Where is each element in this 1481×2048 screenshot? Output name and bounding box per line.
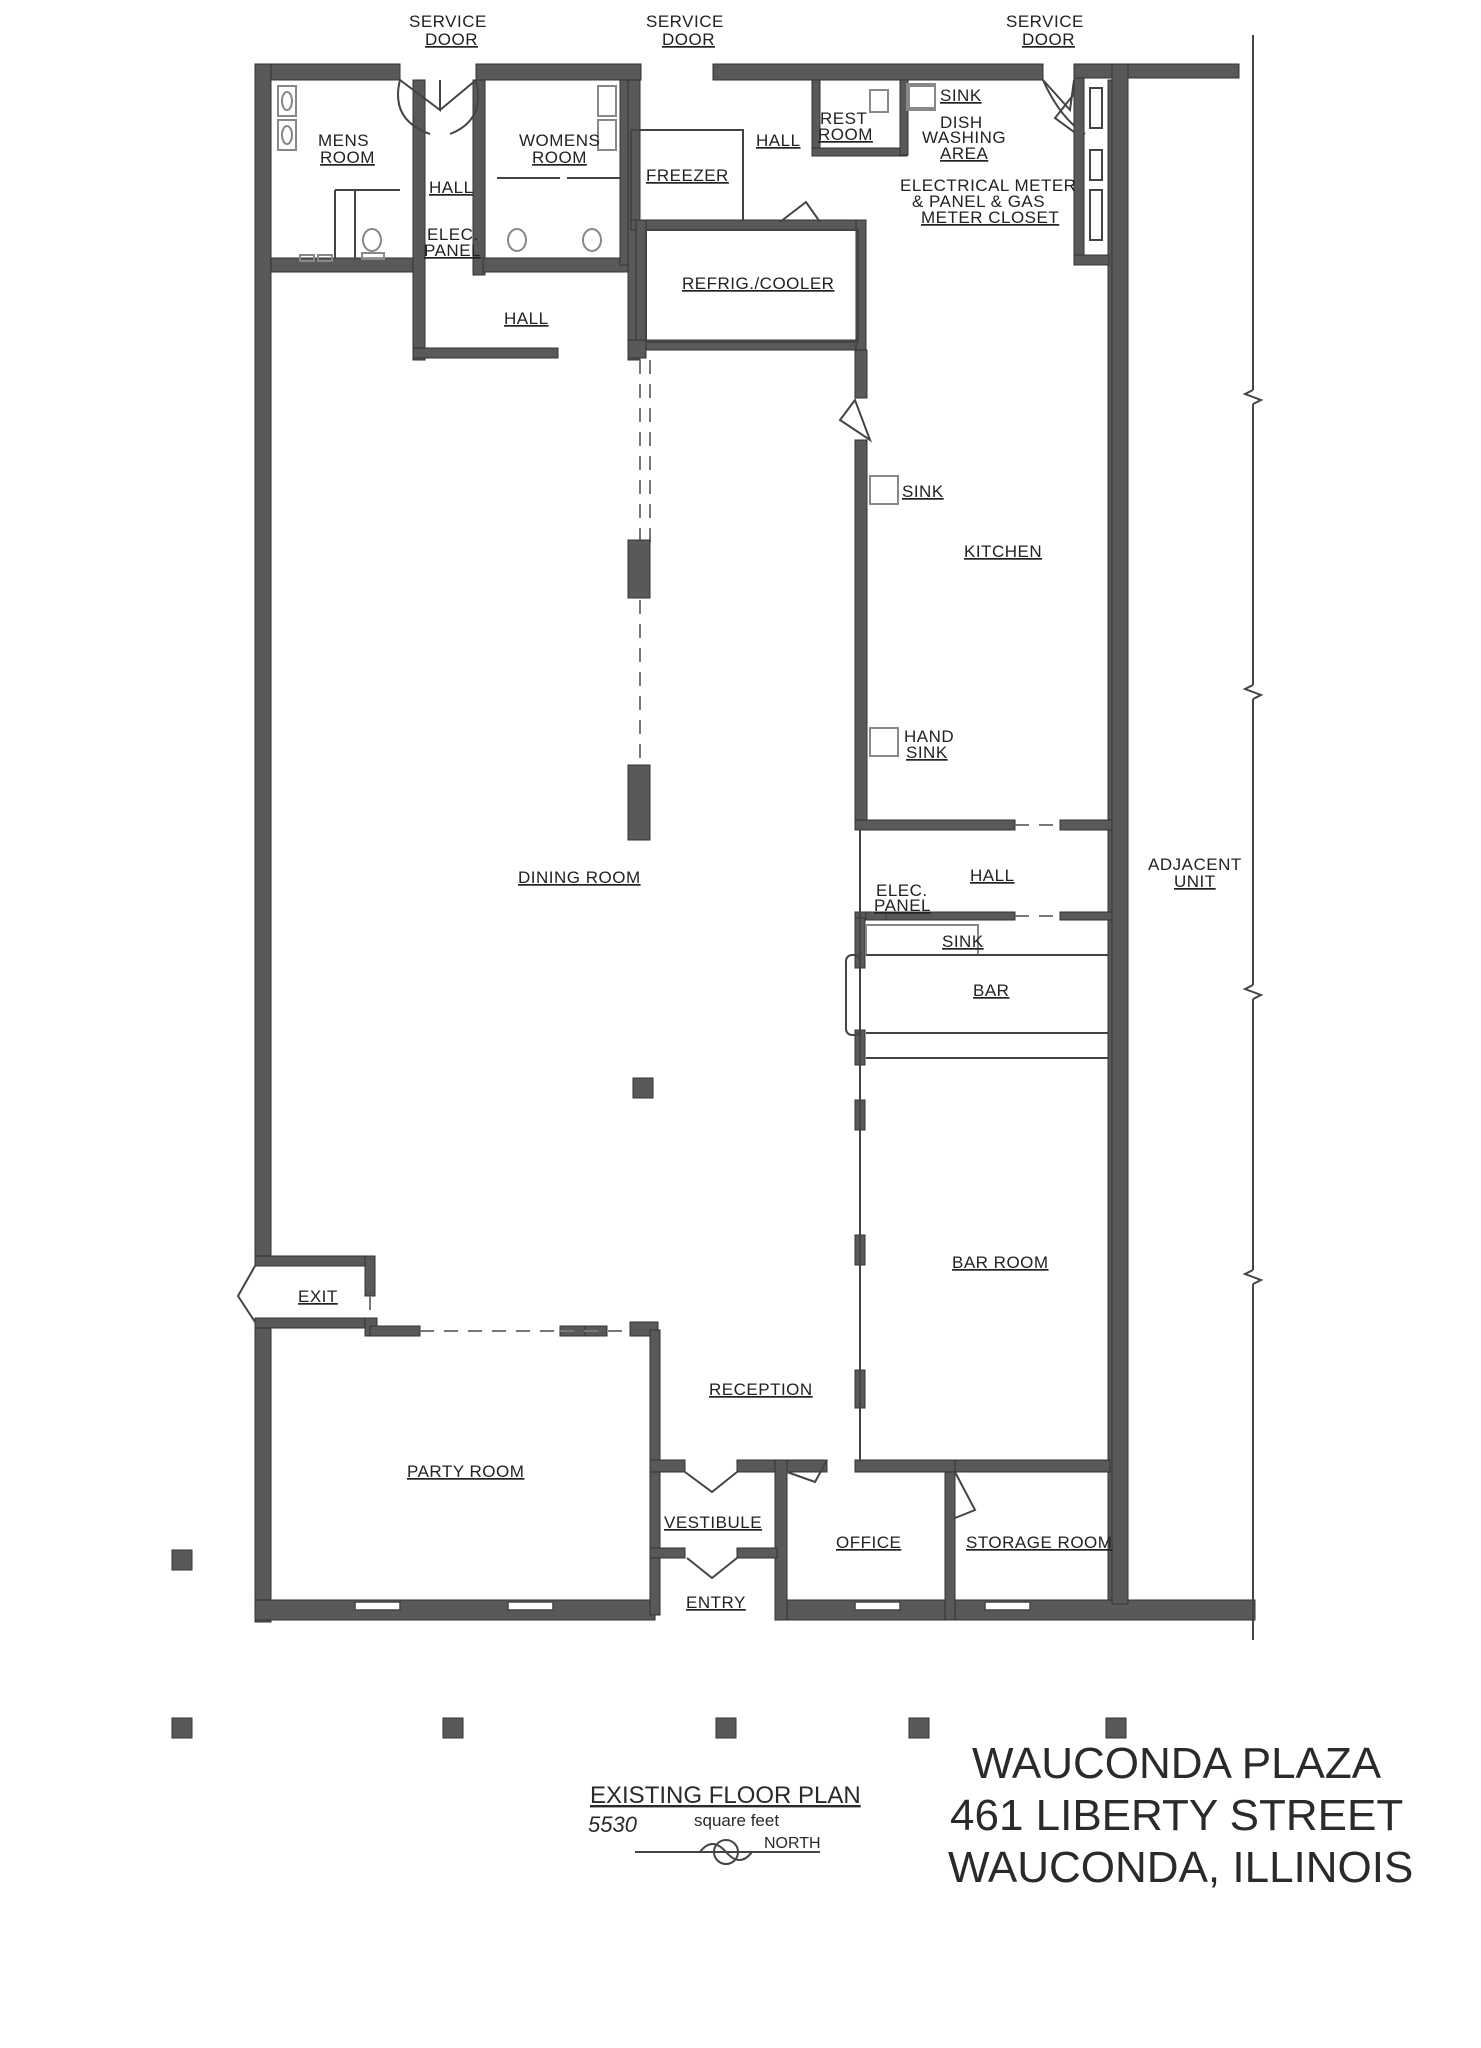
room-labels: SERVICE DOOR SERVICE DOOR SERVICE DOOR M…: [298, 12, 1242, 1612]
bar-room-label: BAR ROOM: [952, 1253, 1049, 1272]
electrical-meter-label-2: & PANEL & GAS: [912, 192, 1045, 211]
dining-room-partition: [627, 360, 654, 1099]
front-rooms-walls: [649, 1459, 1111, 1621]
service-door-label-1a: SERVICE: [409, 12, 487, 31]
kitchen-label: KITCHEN: [964, 542, 1042, 561]
sink-label-dish: SINK: [940, 86, 982, 105]
bar-label: BAR: [973, 981, 1009, 1000]
square-feet-unit: square feet: [694, 1811, 779, 1830]
hall-label-bar: HALL: [970, 866, 1015, 885]
rest-room-label-2: ROOM: [818, 125, 873, 144]
service-door-swings: [397, 79, 1086, 135]
refrig-cooler-label: REFRIG./COOLER: [682, 274, 834, 293]
party-room-label: PARTY ROOM: [407, 1462, 524, 1481]
mens-room-label-2: ROOM: [320, 148, 375, 167]
electrical-meter-label-3: METER CLOSET: [921, 208, 1059, 227]
elec-panel-bar-label-2: PANEL: [874, 896, 931, 915]
vestibule-label: VESTIBULE: [664, 1513, 762, 1532]
meter-closet: [1053, 77, 1110, 266]
service-door-label-3a: SERVICE: [1006, 12, 1084, 31]
hand-sink-label-1: HAND: [904, 727, 954, 746]
plan-title: EXISTING FLOOR PLAN: [590, 1782, 861, 1809]
title-line-1: WAUCONDA PLAZA: [972, 1739, 1382, 1788]
rest-room-label-1: REST: [820, 109, 867, 128]
hall-label-lower: HALL: [504, 309, 549, 328]
reception-label: RECEPTION: [709, 1380, 813, 1399]
kitchen-walls: [838, 83, 1113, 831]
freezer-label: FREEZER: [646, 166, 729, 185]
sink-label-bar: SINK: [942, 932, 984, 951]
service-door-label-3b: DOOR: [1022, 30, 1075, 49]
elec-panel-label-1: ELEC.: [427, 225, 479, 244]
title-line-2: 461 LIBERTY STREET: [950, 1791, 1403, 1840]
elec-panel-bar-label-1: ELEC.: [876, 881, 928, 900]
party-room-walls: [236, 1255, 661, 1616]
adjacent-unit-label-2: UNIT: [1174, 872, 1216, 891]
sink-label-kitchen: SINK: [902, 482, 944, 501]
electrical-meter-label-1: ELECTRICAL METER: [900, 176, 1076, 195]
hand-sink-label-2: SINK: [906, 743, 948, 762]
dish-washing-label-2: WASHING: [922, 128, 1006, 147]
bar-area-walls: [845, 824, 1113, 1473]
dish-washing-label-1: DISH: [940, 113, 983, 132]
dish-washing-label-3: AREA: [940, 144, 988, 163]
dining-room-label: DINING ROOM: [518, 868, 641, 887]
exit-label: EXIT: [298, 1287, 338, 1306]
title-line-3: WAUCONDA, ILLINOIS: [948, 1843, 1413, 1892]
adjacent-unit-label-1: ADJACENT: [1148, 855, 1242, 874]
exterior-columns: [171, 1549, 1127, 1739]
womens-room-label-2: ROOM: [532, 148, 587, 167]
elec-panel-label-2: PANEL: [424, 241, 481, 260]
hall-label-kitchen: HALL: [756, 131, 801, 150]
north-label: NORTH: [764, 1835, 821, 1852]
windows: [354, 1601, 1031, 1611]
square-feet-value: 5530: [588, 1812, 638, 1837]
plan-legend: EXISTING FLOOR PLAN 5530 square feet NOR…: [588, 1782, 861, 1865]
service-door-label-2a: SERVICE: [646, 12, 724, 31]
back-of-house-walls: [412, 79, 936, 361]
mens-room-label-1: MENS: [318, 131, 369, 150]
entry-label: ENTRY: [686, 1593, 746, 1612]
storage-room-label: STORAGE ROOM: [966, 1533, 1112, 1552]
north-arrow-icon: [635, 1839, 820, 1865]
title-block: WAUCONDA PLAZA 461 LIBERTY STREET WAUCON…: [948, 1739, 1413, 1892]
office-label: OFFICE: [836, 1533, 901, 1552]
toilet-fixtures: [277, 85, 617, 262]
service-door-label-1b: DOOR: [425, 30, 478, 49]
restroom-block-walls: [270, 79, 633, 361]
hall-label-restrooms: HALL: [429, 178, 474, 197]
adjacent-unit-boundary: [1242, 35, 1264, 1640]
service-door-label-2b: DOOR: [662, 30, 715, 49]
womens-room-label-1: WOMENS: [519, 131, 600, 150]
